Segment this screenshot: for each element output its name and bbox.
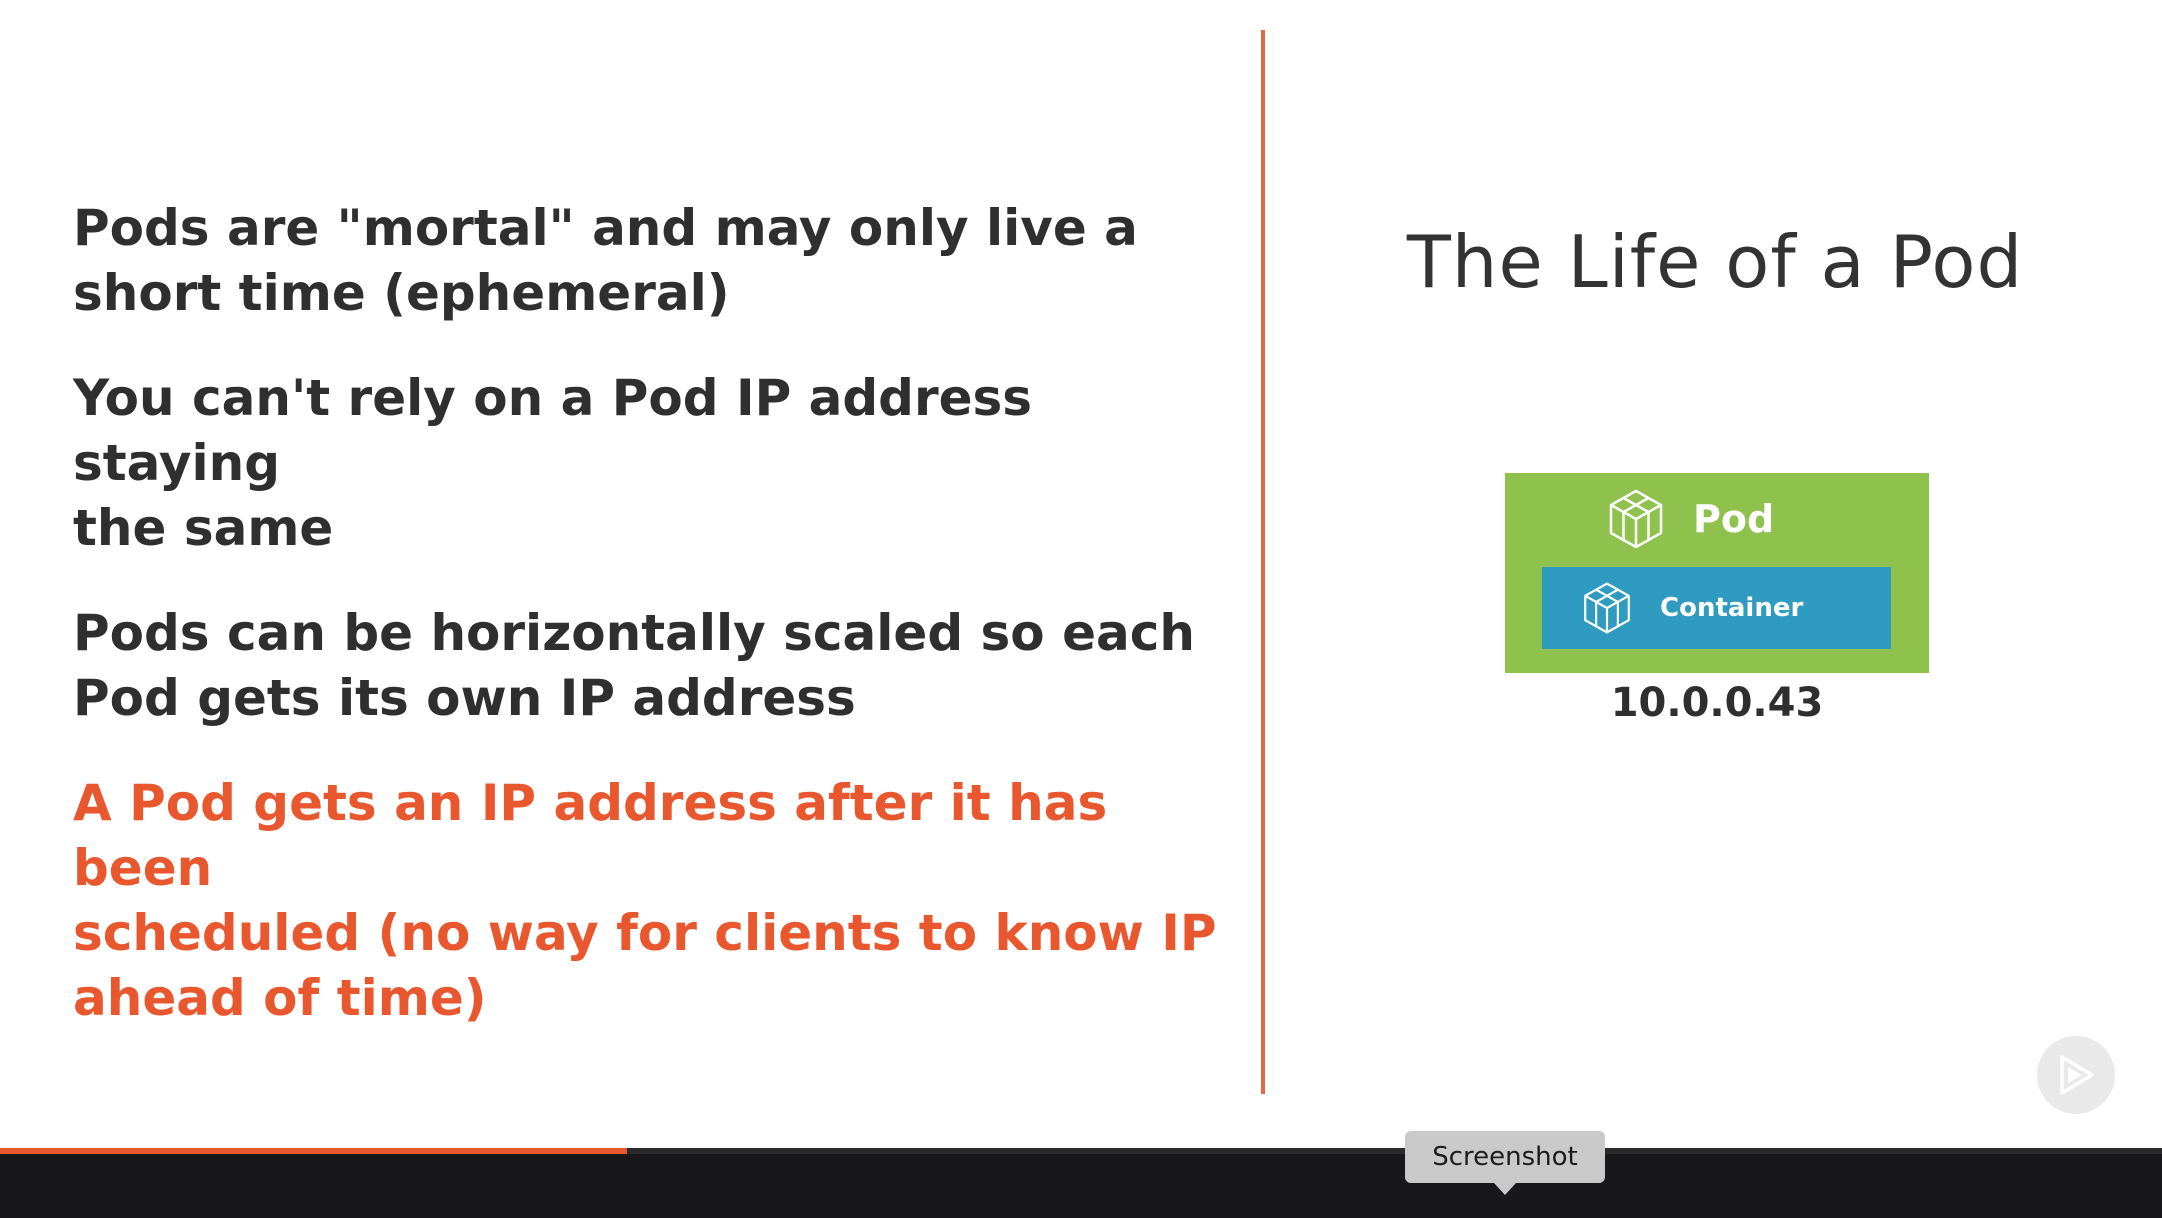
container-label: Container: [1660, 593, 1804, 623]
bullet-item: Pods are "mortal" and may only live a sh…: [73, 199, 1138, 322]
bullet-list: Pods are "mortal" and may only live a sh…: [73, 196, 1233, 1071]
bullet-item: You can't rely on a Pod IP address stayi…: [73, 369, 1033, 557]
play-icon: [2060, 1055, 2094, 1095]
progress-fill: [0, 1148, 627, 1154]
bullet-item: Pods can be horizontally scaled so each …: [73, 604, 1195, 727]
ip-address: 10.0.0.43: [1610, 680, 1824, 726]
slide: Pods are "mortal" and may only live a sh…: [73, 30, 2115, 1114]
pod-label: Pod: [1693, 497, 1775, 541]
vertical-divider: [1261, 30, 1265, 1094]
screenshot-tooltip: Screenshot: [1405, 1131, 1605, 1183]
pod-diagram: Pod Container: [1505, 473, 1929, 673]
cube-icon: [1584, 582, 1630, 634]
container-diagram: Container: [1542, 567, 1891, 649]
cube-icon: [1609, 489, 1663, 549]
bullet-item-highlighted: A Pod gets an IP address after it has be…: [73, 774, 1217, 1027]
tooltip-arrow: [1494, 1183, 1516, 1195]
progress-bar[interactable]: [0, 1148, 2162, 1154]
player-controls-bar: [0, 1154, 2162, 1218]
slide-title: The Life of a Pod: [1406, 220, 2024, 304]
play-badge[interactable]: [2037, 1036, 2115, 1114]
pod-header: Pod: [1605, 485, 1774, 553]
